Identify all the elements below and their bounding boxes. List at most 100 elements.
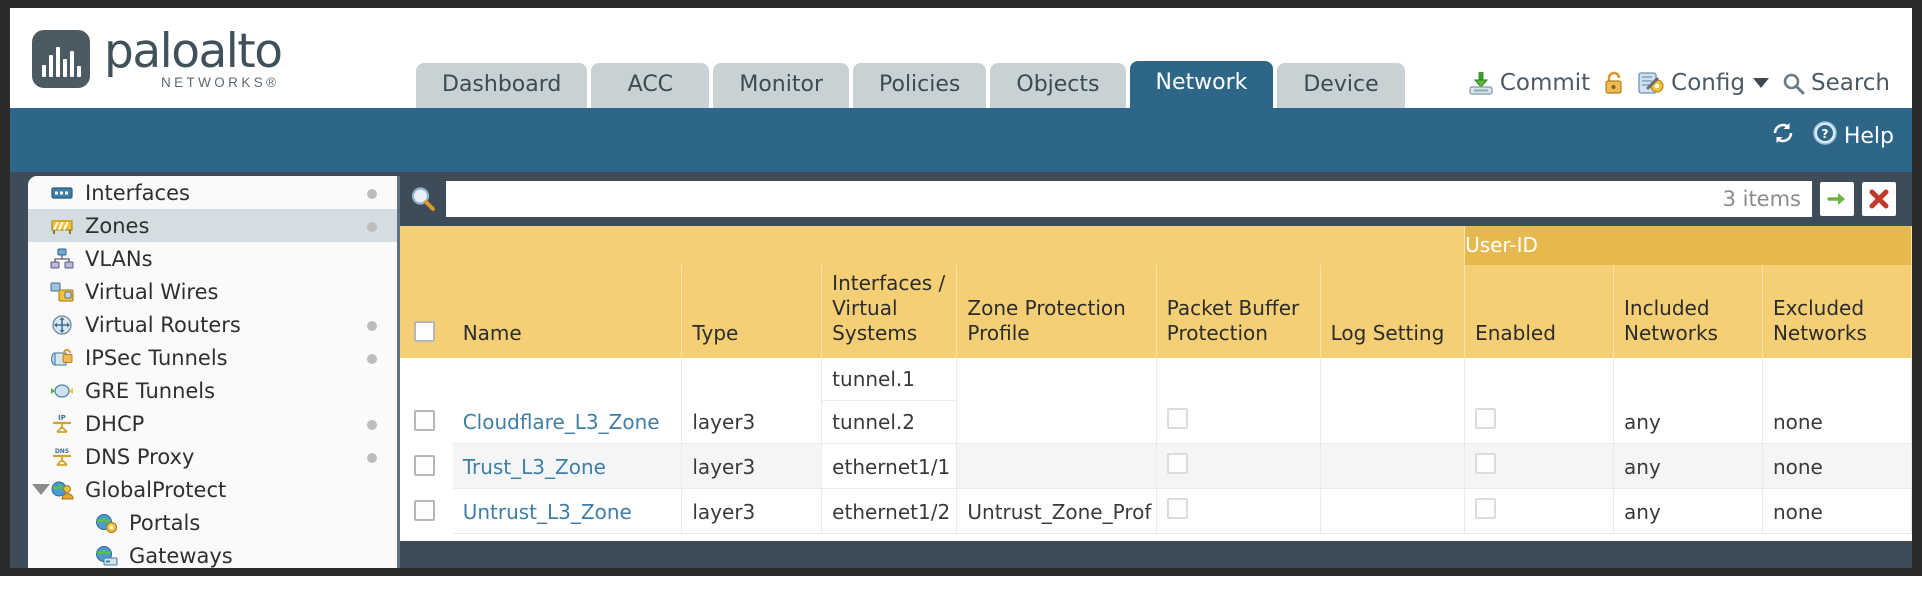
sidebar-item-interfaces[interactable]: Interfaces [28, 176, 397, 209]
dhcp-icon: IP [50, 413, 74, 435]
zones-content-panel: 3 items [400, 172, 1912, 568]
portals-icon [94, 512, 118, 534]
tab-monitor[interactable]: Monitor [713, 63, 849, 108]
sidebar-item-gateways[interactable]: Gateways [28, 539, 397, 568]
cell-name: Cloudflare_L3_Zone [452, 358, 683, 444]
brand-subtitle: NETWORKS® [160, 75, 280, 90]
sub-header-actions: ? Help [1770, 120, 1894, 152]
group-header-userid: User-ID [1464, 226, 1912, 265]
zones-table-container[interactable]: User-ID Name Type Interfaces / Virtual S… [400, 226, 1912, 541]
col-header-packet-buffer-protection[interactable]: Packet Buffer Protection [1156, 265, 1321, 358]
row-select-cell [400, 444, 453, 489]
config-dot-icon [367, 354, 377, 364]
sidebar-item-dhcp[interactable]: IP DHCP [28, 407, 397, 440]
table-header-row: Name Type Interfaces / Virtual Systems Z… [400, 265, 1912, 358]
tab-device[interactable]: Device [1277, 63, 1405, 108]
sidebar-item-label: Gateways [129, 543, 233, 568]
col-header-type[interactable]: Type [681, 265, 823, 358]
sidebar-item-ipsec-tunnels[interactable]: IPSec Tunnels [28, 341, 397, 374]
interfaces-icon [50, 182, 74, 204]
sidebar-item-zones[interactable]: Zones [28, 209, 397, 242]
magnifier-icon[interactable] [408, 184, 438, 214]
col-header-excluded-networks[interactable]: Excluded Networks [1762, 265, 1912, 358]
cell-log-setting [1320, 358, 1466, 444]
apply-filter-button[interactable] [1820, 182, 1854, 216]
tab-objects[interactable]: Objects [990, 63, 1126, 108]
tab-policies[interactable]: Policies [853, 63, 987, 108]
brand-name: paloalto [104, 24, 283, 79]
col-header-enabled[interactable]: Enabled [1464, 265, 1615, 358]
gateways-icon [94, 545, 118, 567]
col-header-name[interactable]: Name [452, 265, 683, 358]
zone-name-link[interactable]: Untrust_L3_Zone [462, 500, 632, 524]
row-select-checkbox[interactable] [414, 454, 435, 476]
zone-name-link[interactable]: Cloudflare_L3_Zone [462, 410, 660, 434]
sidebar-item-virtual-routers[interactable]: Virtual Routers [28, 308, 397, 341]
tab-dashboard[interactable]: Dashboard [416, 63, 588, 108]
userid-enabled-checkbox[interactable] [1475, 453, 1497, 474]
zone-name-link[interactable]: Trust_L3_Zone [462, 455, 606, 479]
sidebar-item-virtual-wires[interactable]: Virtual Wires [28, 275, 397, 308]
col-header-interfaces[interactable]: Interfaces / Virtual Systems [821, 265, 958, 358]
cell-type: layer3 [681, 488, 823, 534]
table-group-header-row: User-ID [400, 226, 1912, 265]
cell-name: Trust_L3_Zone [452, 443, 683, 489]
tab-acc[interactable]: ACC [591, 63, 710, 108]
help-circle-icon: ? [1812, 120, 1838, 152]
userid-enabled-checkbox[interactable] [1475, 498, 1497, 519]
config-dot-icon [367, 222, 377, 232]
packet-buffer-protection-checkbox[interactable] [1166, 453, 1188, 474]
interface-entry: tunnel.1 [822, 358, 957, 401]
search-button[interactable]: Search [1782, 70, 1890, 96]
filter-toolbar: 3 items [400, 172, 1912, 226]
select-all-checkbox[interactable] [414, 321, 435, 342]
table-body: Cloudflare_L3_Zone layer3 tunnel.1 tunne… [400, 358, 1912, 534]
cell-included-networks: any [1613, 443, 1763, 489]
userid-enabled-checkbox[interactable] [1475, 408, 1497, 429]
config-menu[interactable]: Config [1638, 70, 1769, 96]
sidebar-item-portals[interactable]: Portals [28, 506, 397, 539]
col-header-zone-protection-profile[interactable]: Zone Protection Profile [956, 265, 1157, 358]
cell-packet-buffer-protection [1156, 358, 1321, 444]
sidebar-item-globalprotect[interactable]: GlobalProtect [28, 473, 397, 506]
cell-type: layer3 [681, 358, 823, 444]
network-sidebar: Interfaces Zones [28, 176, 400, 568]
cell-log-setting [1320, 443, 1466, 489]
chevron-down-icon [1752, 78, 1769, 88]
table-row[interactable]: Cloudflare_L3_Zone layer3 tunnel.1 tunne… [400, 358, 1912, 444]
table-row[interactable]: Trust_L3_Zone layer3 ethernet1/1 [400, 443, 1912, 489]
cell-interfaces: tunnel.1 tunnel.2 [821, 358, 958, 444]
brand-header: paloalto NETWORKS® Dashboard ACC Monitor… [0, 0, 1922, 108]
sidebar-item-gre-tunnels[interactable]: GRE Tunnels [28, 374, 397, 407]
search-input[interactable] [447, 183, 1723, 215]
interface-entry: ethernet1/1 [832, 455, 951, 479]
sidebar-item-dns-proxy[interactable]: DNS DNS Proxy [28, 440, 397, 473]
cell-packet-buffer-protection [1156, 488, 1321, 534]
row-select-checkbox[interactable] [414, 409, 435, 431]
table-row[interactable]: Untrust_L3_Zone layer3 ethernet1/2 Untru… [400, 488, 1912, 534]
row-select-checkbox[interactable] [414, 499, 435, 521]
packet-buffer-protection-checkbox[interactable] [1166, 498, 1188, 519]
sidebar-item-label: Virtual Wires [85, 279, 219, 304]
svg-text:?: ? [1821, 127, 1828, 141]
sidebar-item-vlans[interactable]: VLANs [28, 242, 397, 275]
paloalto-logo: paloalto NETWORKS® [32, 24, 283, 90]
config-label: Config [1671, 70, 1745, 96]
expand-collapse-triangle-icon[interactable] [32, 484, 50, 495]
cell-userid-enabled [1464, 358, 1615, 444]
tab-network[interactable]: Network [1129, 61, 1274, 108]
lock-icon[interactable] [1603, 70, 1625, 96]
sidebar-item-label: DHCP [85, 411, 145, 436]
refresh-icon[interactable] [1770, 120, 1796, 152]
search-label: Search [1810, 70, 1890, 96]
interface-entry: tunnel.2 [832, 410, 915, 434]
group-header-spacer [400, 226, 1466, 265]
commit-button[interactable]: Commit [1468, 70, 1590, 96]
col-header-log-setting[interactable]: Log Setting [1320, 265, 1466, 358]
clear-filter-button[interactable] [1862, 182, 1896, 216]
col-header-included-networks[interactable]: Included Networks [1613, 265, 1763, 358]
globalprotect-icon [50, 479, 74, 501]
help-button[interactable]: ? Help [1812, 120, 1894, 152]
packet-buffer-protection-checkbox[interactable] [1166, 408, 1188, 429]
